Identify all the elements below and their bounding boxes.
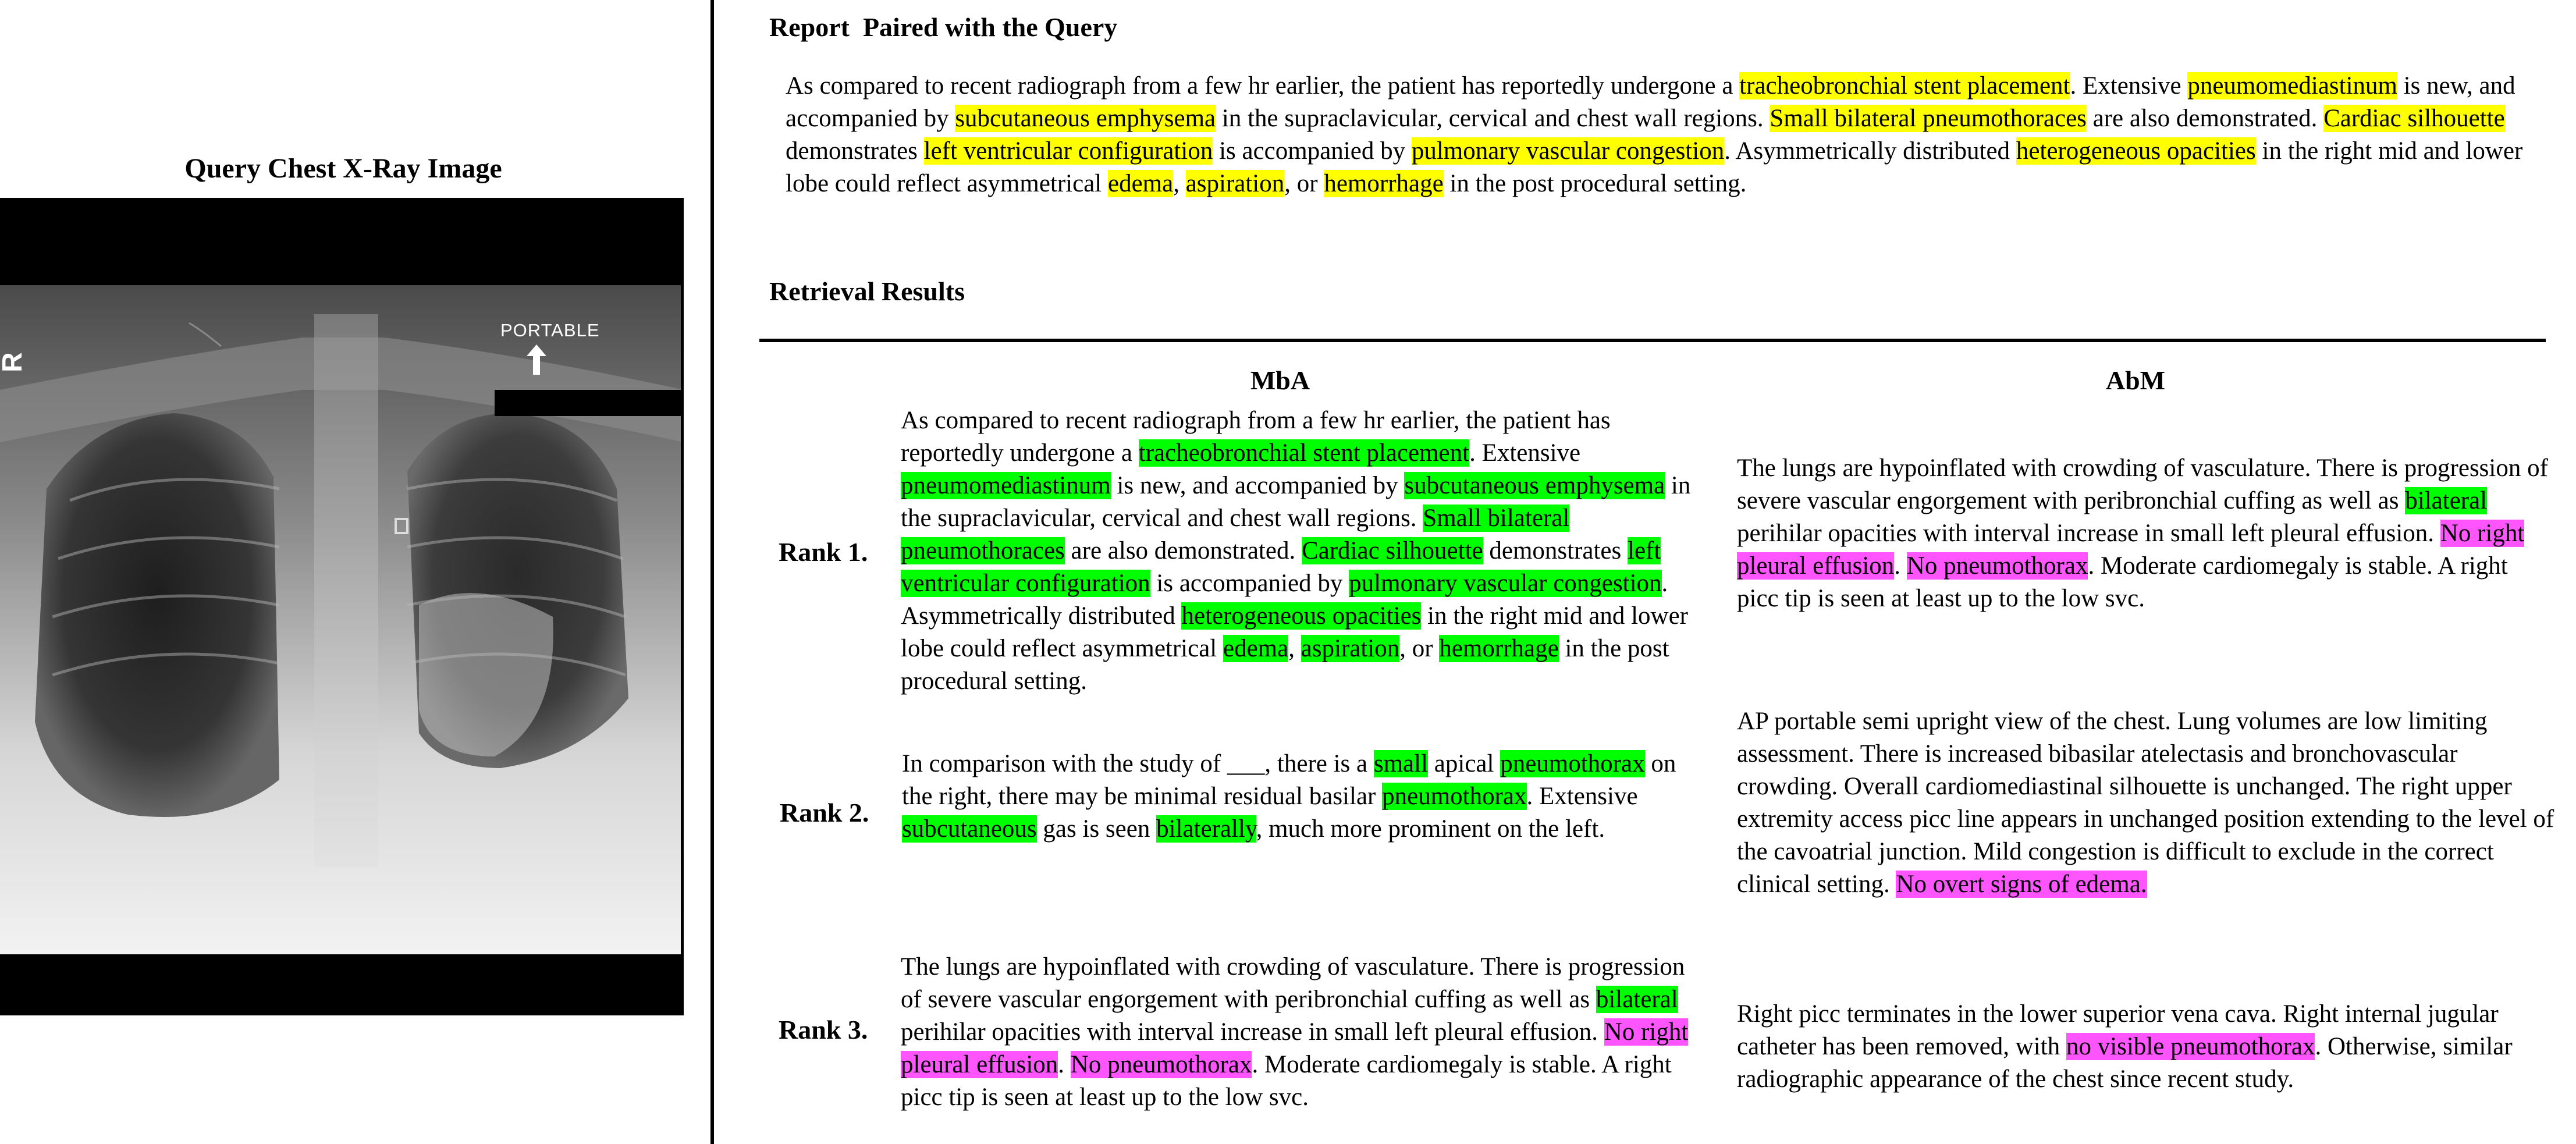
text-segment: . Extensive (1526, 783, 1638, 810)
text-segment: on the right, there may be minimal resid… (902, 750, 1676, 810)
rank-3-mba-text: The lungs are hypoinflated with crowding… (901, 951, 1704, 1114)
query-keyword-highlight: edema (1107, 170, 1174, 197)
text-segment: perihilar opacities with interval increa… (1737, 520, 2440, 547)
matched-keyword-highlight: subcutaneous (902, 815, 1037, 843)
query-keyword-highlight: Cardiac silhouette (2323, 105, 2505, 132)
text-segment: is new, and accompanied by (1110, 472, 1405, 499)
query-keyword-highlight: hemorrhage (1324, 170, 1444, 197)
mismatched-keyword-highlight: No pneumothorax (1906, 552, 2088, 580)
xray-panel-title: Query Chest X-Ray Image (184, 153, 502, 184)
text-segment: . Asymmetrically distributed (1724, 137, 2016, 165)
matched-keyword-highlight: aspiration (1301, 635, 1400, 662)
text-segment: . Asymmetrically distributed (901, 570, 1668, 630)
text-segment: . (1058, 1051, 1071, 1078)
text-segment: perihilar opacities with interval increa… (901, 1018, 1604, 1046)
text-segment: in the supraclavicular, cervical and che… (901, 472, 1691, 532)
query-keyword-highlight: Small bilateral pneumothoraces (1770, 105, 2087, 132)
portable-label: PORTABLE (500, 320, 600, 340)
matched-keyword-highlight: bilateral (2405, 487, 2488, 514)
text-segment: . Otherwise, similar radiographic appear… (1737, 1033, 2513, 1093)
query-keyword-highlight: pulmonary vascular congestion (1411, 137, 1725, 165)
text-segment: . (1894, 552, 1907, 580)
rank-1-mba-text: As compared to recent radiograph from a … (901, 404, 1704, 698)
column-header-mba: MbA (1250, 365, 1310, 395)
text-segment: . Moderate cardiomegaly is stable. A rig… (1737, 552, 2508, 612)
query-keyword-highlight: aspiration (1185, 170, 1285, 197)
text-segment: in the right mid and lower lobe could re… (901, 602, 1688, 662)
text-segment: The lungs are hypoinflated with crowding… (901, 953, 1685, 1013)
text-segment: is accompanied by (1213, 137, 1412, 165)
text-segment: demonstrates (1483, 537, 1628, 564)
rank-label-1: Rank 1. (779, 537, 868, 567)
text-segment: , much more prominent on the left. (1256, 815, 1605, 843)
retrieval-title: Retrieval Results (769, 276, 965, 306)
matched-keyword-highlight: edema (1223, 635, 1289, 662)
matched-keyword-highlight: hemorrhage (1439, 635, 1559, 662)
text-segment: gas is seen (1036, 815, 1157, 843)
mismatched-keyword-highlight: no visible pneumothorax (2066, 1033, 2315, 1060)
text-segment: , (1173, 170, 1186, 197)
rank-1-abm-text: The lungs are hypoinflated with crowding… (1737, 452, 2552, 615)
rank-label-3: Rank 3. (779, 1015, 868, 1044)
text-segment: in the right mid and lower lobe could re… (786, 137, 2523, 197)
matched-keyword-highlight: pulmonary vascular congestion (1349, 570, 1662, 597)
report-title: Report Paired with the Query (769, 12, 1118, 42)
text-segment: are also demonstrated. (1064, 537, 1302, 564)
text-segment: in the post procedural setting. (901, 635, 1669, 695)
query-keyword-highlight: pneumomediastinum (2187, 72, 2397, 100)
text-segment: . Extensive (1469, 439, 1581, 467)
chest-xray-drawing (0, 285, 684, 1015)
text-segment: . Moderate cardiomegaly is stable. A rig… (901, 1051, 1672, 1111)
rank-label-2: Rank 2. (780, 798, 869, 827)
matched-keyword-highlight: bilateral (1596, 986, 1678, 1013)
mismatched-keyword-highlight: No overt signs of edema. (1896, 871, 2147, 898)
matched-keyword-highlight: tracheobronchial stent placement (1138, 439, 1470, 467)
text-segment: In comparison with the study of ___, the… (902, 750, 1374, 777)
text-segment: are also demonstrated. (2086, 105, 2324, 132)
matched-keyword-highlight: subcutaneous emphysema (1404, 472, 1665, 499)
matched-keyword-highlight: pneumomediastinum (901, 472, 1111, 499)
matched-keyword-highlight: pneumothorax (1382, 783, 1527, 810)
matched-keyword-highlight: heterogeneous opacities (1181, 602, 1422, 630)
text-segment: , (1288, 635, 1301, 662)
rank-3-abm-text: Right picc terminates in the lower super… (1737, 998, 2563, 1096)
text-segment: is new, and accompanied by (786, 72, 2515, 132)
chest-xray-image: R PORTABLE (0, 198, 684, 1015)
text-segment: The lungs are hypoinflated with crowding… (1737, 454, 2548, 514)
text-segment: As compared to recent radiograph from a … (901, 407, 1611, 467)
text-segment: , or (1399, 635, 1440, 662)
panel-divider (710, 0, 714, 1144)
text-segment: As compared to recent radiograph from a … (786, 72, 1740, 100)
side-marker-r: R (0, 352, 28, 372)
text-segment: AP portable semi upright view of the che… (1737, 708, 2554, 898)
text-segment: apical (1428, 750, 1501, 777)
matched-keyword-highlight: small (1373, 750, 1429, 777)
matched-keyword-highlight: pneumothorax (1500, 750, 1645, 777)
retrieval-rule (759, 339, 2546, 342)
text-segment: , or (1284, 170, 1324, 197)
query-keyword-highlight: heterogeneous opacities (2016, 137, 2256, 165)
column-header-abm: AbM (2105, 365, 2166, 395)
text-segment: in the supraclavicular, cervical and che… (1216, 105, 1770, 132)
mismatched-keyword-highlight: No pneumothorax (1070, 1051, 1252, 1078)
matched-keyword-highlight: bilaterally (1156, 815, 1256, 843)
text-segment: demonstrates (786, 137, 924, 165)
rank-2-mba-text: In comparison with the study of ___, the… (902, 748, 1705, 845)
query-keyword-highlight: subcutaneous emphysema (955, 105, 1216, 132)
report-text: As compared to recent radiograph from a … (786, 70, 2560, 200)
matched-keyword-highlight: Cardiac silhouette (1301, 537, 1483, 564)
text-segment: in the post procedural setting. (1443, 170, 1747, 197)
query-keyword-highlight: left ventricular configuration (923, 137, 1213, 165)
up-arrow-icon (527, 344, 546, 375)
text-segment: . Extensive (2070, 72, 2188, 100)
text-segment: is accompanied by (1150, 570, 1349, 597)
text-segment: Right picc terminates in the lower super… (1737, 1000, 2499, 1060)
query-keyword-highlight: tracheobronchial stent placement (1739, 72, 2070, 100)
rank-2-abm-text: AP portable semi upright view of the che… (1737, 705, 2563, 901)
